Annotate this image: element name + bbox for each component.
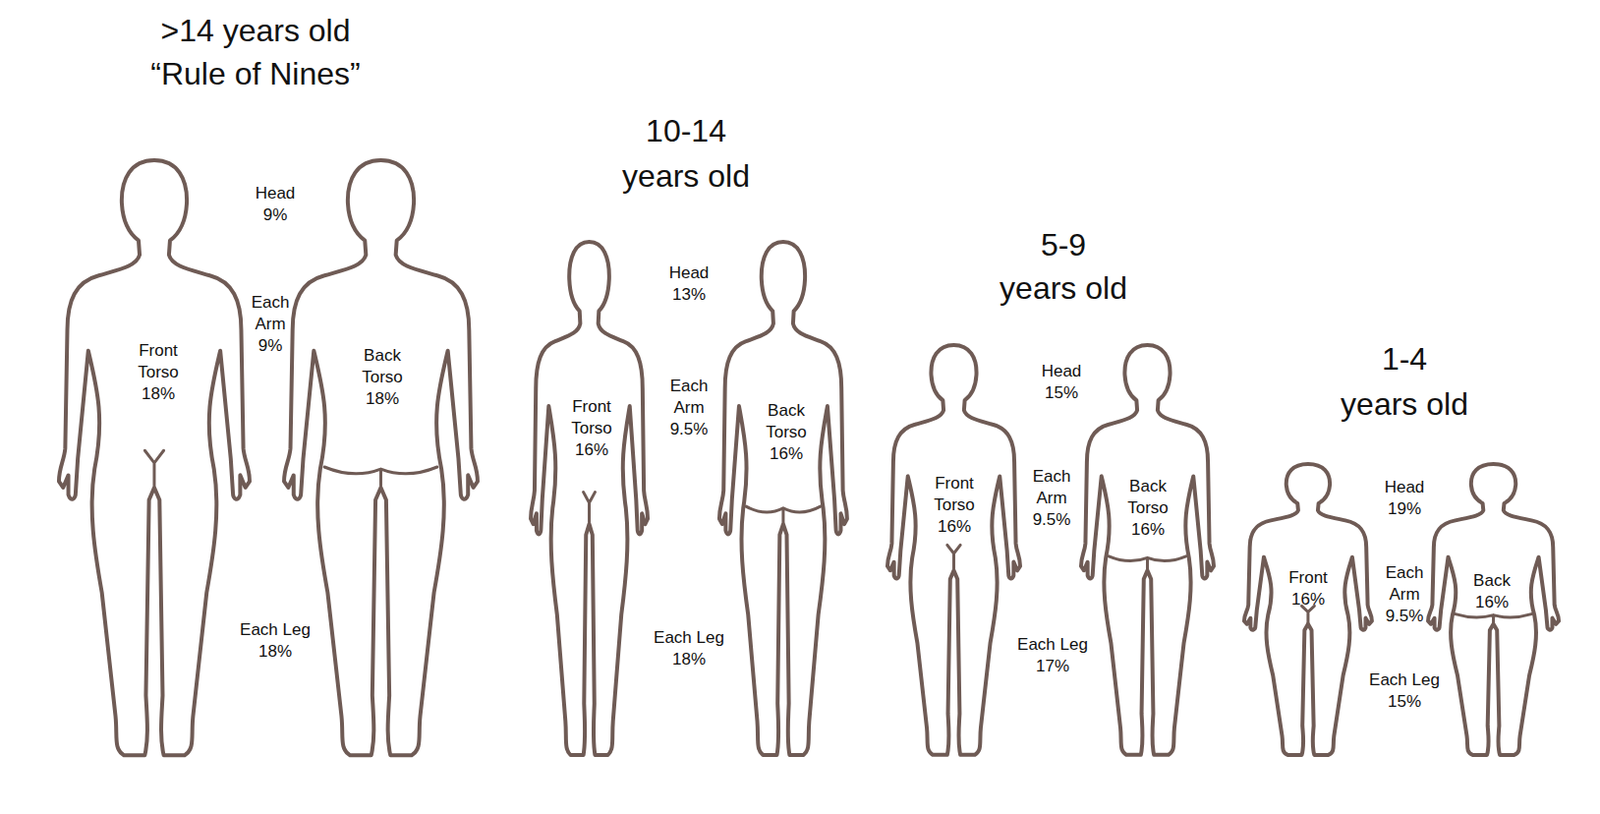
region-label: Each Arm 9%: [251, 291, 290, 357]
region-label: Each Leg 18%: [234, 619, 316, 663]
teen-front-figure: [530, 241, 648, 755]
region-label: Head 13%: [669, 262, 710, 306]
age-heading: “Rule of Nines”: [150, 56, 360, 93]
adult-front-figure: [58, 160, 250, 755]
age-heading: 1-4: [1381, 341, 1428, 378]
age-heading: 10-14: [645, 113, 727, 150]
region-label: Each Leg 18%: [648, 627, 730, 671]
region-label: Each Arm 9.5%: [670, 375, 709, 441]
teen-back-figure: [719, 241, 848, 755]
region-label: Back Torso 16%: [1127, 475, 1169, 541]
region-label: Each Arm 9.5%: [1032, 465, 1072, 531]
toddler-front-figure: [1244, 463, 1372, 755]
child-front-figure: [887, 344, 1021, 755]
age-heading: 5-9: [1040, 227, 1086, 264]
region-label: Back Torso 18%: [361, 344, 403, 410]
region-label: Each Leg 17%: [1012, 633, 1093, 678]
region-label: Front Torso 16%: [571, 396, 613, 461]
age-heading: >14 years old: [160, 12, 350, 50]
region-label: Head 19%: [1384, 476, 1426, 520]
region-label: Head 9%: [255, 182, 296, 227]
region-label: Front 16%: [1288, 567, 1328, 611]
region-label: Each Leg 15%: [1364, 669, 1445, 713]
region-label: Front Torso 16%: [933, 472, 975, 538]
age-heading: years old: [1340, 386, 1469, 423]
toddler-back-figure: [1428, 463, 1559, 755]
adult-back-figure: [284, 160, 478, 755]
region-label: Back 16%: [1473, 570, 1511, 614]
age-heading: years old: [999, 270, 1128, 307]
region-label: Head 15%: [1041, 360, 1083, 404]
region-label: Back Torso 16%: [765, 400, 807, 465]
child-back-figure: [1081, 344, 1214, 755]
region-label: Each Arm 9.5%: [1385, 562, 1425, 628]
age-heading: years old: [622, 158, 750, 195]
region-label: Front Torso 18%: [137, 340, 179, 405]
